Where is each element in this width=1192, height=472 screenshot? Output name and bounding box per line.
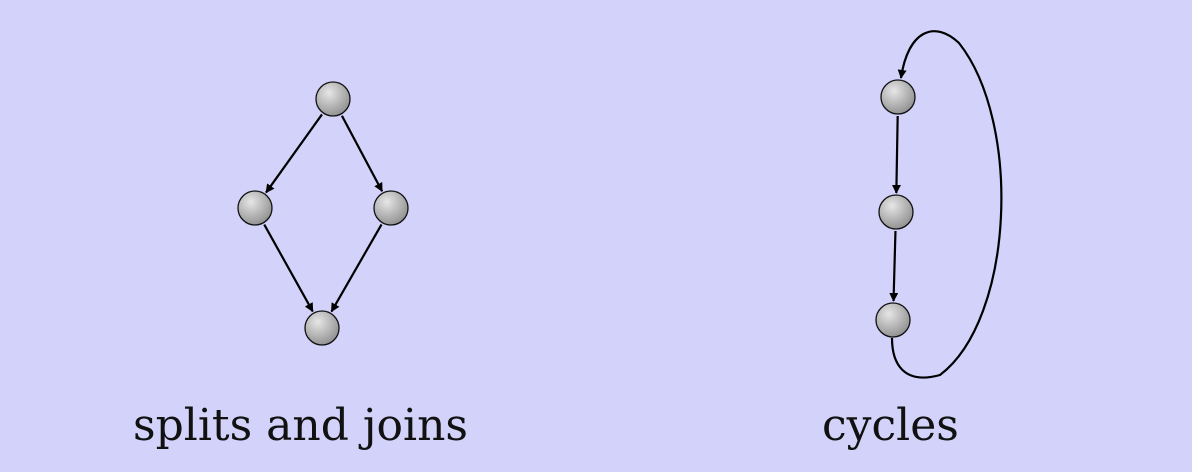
splits-and-joins-graph [237,81,409,346]
edge-third-to-first [890,30,1003,379]
node-first [880,79,916,115]
node-right [373,190,409,226]
edge-left-to-bottom [263,224,314,313]
node-bottom [304,310,340,346]
edge-first-to-second [891,115,901,194]
edge-top-to-right [340,115,384,193]
edge-second-to-third [889,230,899,302]
caption-splits-and-joins: splits and joins [133,400,468,451]
edge-right-to-bottom [330,223,383,313]
splits-edges [263,113,384,313]
cycles-edges [889,30,1003,379]
node-left [237,190,273,226]
cycles-nodes [875,79,916,338]
node-top [315,81,351,117]
node-third [875,302,911,338]
cycles-graph [875,30,1003,379]
splits-nodes [237,81,409,346]
edge-top-to-left [265,113,323,194]
node-second [878,194,914,230]
caption-cycles: cycles [822,400,959,451]
